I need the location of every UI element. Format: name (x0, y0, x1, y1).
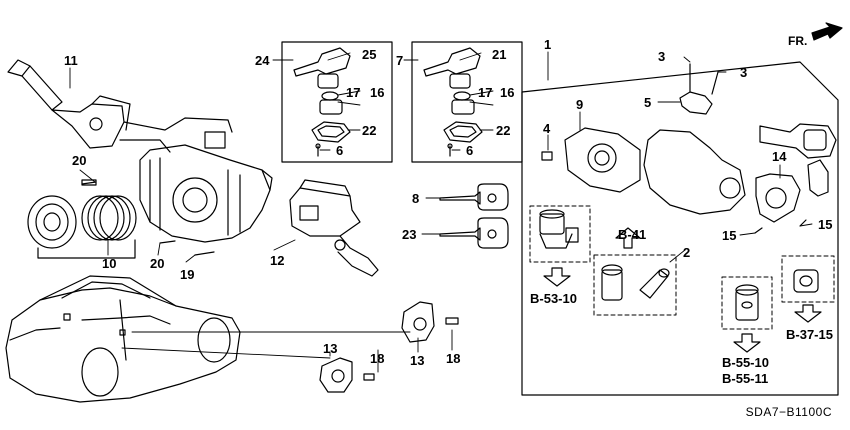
callout-25: 25 (362, 47, 377, 62)
hatch-cylinder-part (735, 284, 759, 321)
callout-13b: 13 (410, 353, 425, 368)
key-8-part (439, 183, 509, 211)
callout-17b: 17 (478, 85, 493, 100)
reference-arrows (543, 227, 822, 353)
switch-body-part (81, 144, 273, 243)
dashed-box-b53 (529, 205, 591, 263)
callout-7: 7 (396, 53, 404, 68)
callout-15a: 15 (722, 228, 737, 243)
callout-10: 10 (102, 256, 117, 271)
door-cylinder-part (539, 209, 579, 249)
reference-b41: B-41 (618, 227, 647, 242)
steering-lock-part (541, 63, 746, 215)
bolt-icons (81, 181, 807, 256)
callout-13a: 13 (323, 341, 338, 356)
key-blanks-part (755, 123, 837, 223)
callout-8: 8 (412, 191, 420, 206)
diagram-code: SDA7−B1100C (745, 405, 832, 419)
callout-16a: 16 (370, 85, 385, 100)
key-set-24-parts (293, 47, 351, 157)
trunk-cylinder-part (601, 264, 670, 301)
callout-18b: 18 (446, 351, 461, 366)
callout-4: 4 (543, 121, 551, 136)
callout-16b: 16 (500, 85, 515, 100)
dashed-box-b37 (781, 255, 835, 303)
dashed-box-b41 (593, 254, 677, 316)
callout-1: 1 (544, 37, 552, 52)
callout-22b: 22 (496, 123, 511, 138)
callout-21: 21 (492, 47, 507, 62)
cable-reel-part (27, 195, 137, 259)
callout-5: 5 (644, 95, 652, 110)
door-lock-part-b (401, 301, 459, 343)
callout-19: 19 (180, 267, 195, 282)
key-set-7-parts (423, 47, 483, 157)
callout-15b: 15 (818, 217, 833, 232)
callout-14: 14 (772, 149, 787, 164)
key-23-part (439, 217, 509, 249)
front-arrow-icon (811, 22, 843, 41)
callout-2: 2 (683, 245, 691, 260)
wiper-switch-part (289, 179, 379, 277)
reference-b55-10: B-55-10 (722, 355, 769, 370)
callout-3b: 3 (740, 65, 748, 80)
callout-9: 9 (576, 97, 584, 112)
front-direction-label: FR. (788, 34, 808, 48)
callout-11: 11 (64, 53, 78, 68)
callout-6b: 6 (466, 143, 474, 158)
callout-22a: 22 (362, 123, 377, 138)
callout-18a: 18 (370, 351, 385, 366)
reference-b55-11: B-55-11 (722, 371, 769, 386)
callout-6a: 6 (336, 143, 344, 158)
callout-17a: 17 (346, 85, 361, 100)
door-lock-part-a (319, 357, 375, 393)
vehicle-outline (5, 275, 241, 403)
callout-3a: 3 (658, 49, 666, 64)
ignition-cylinder-part (564, 127, 641, 193)
glovebox-cylinder-part (793, 269, 819, 293)
cylinder-set-box-1 (521, 61, 839, 396)
callout-24: 24 (255, 53, 270, 68)
dashed-box-b55 (721, 276, 773, 330)
callout-20b: 20 (150, 256, 165, 271)
callout-20a: 20 (72, 153, 87, 168)
callout-23: 23 (402, 227, 417, 242)
callout-12: 12 (270, 253, 285, 268)
key-set-box-24 (281, 41, 393, 163)
reference-b37-15: B-37-15 (786, 327, 833, 342)
reference-b53-10: B-53-10 (530, 291, 577, 306)
combination-switch-part (7, 59, 233, 153)
